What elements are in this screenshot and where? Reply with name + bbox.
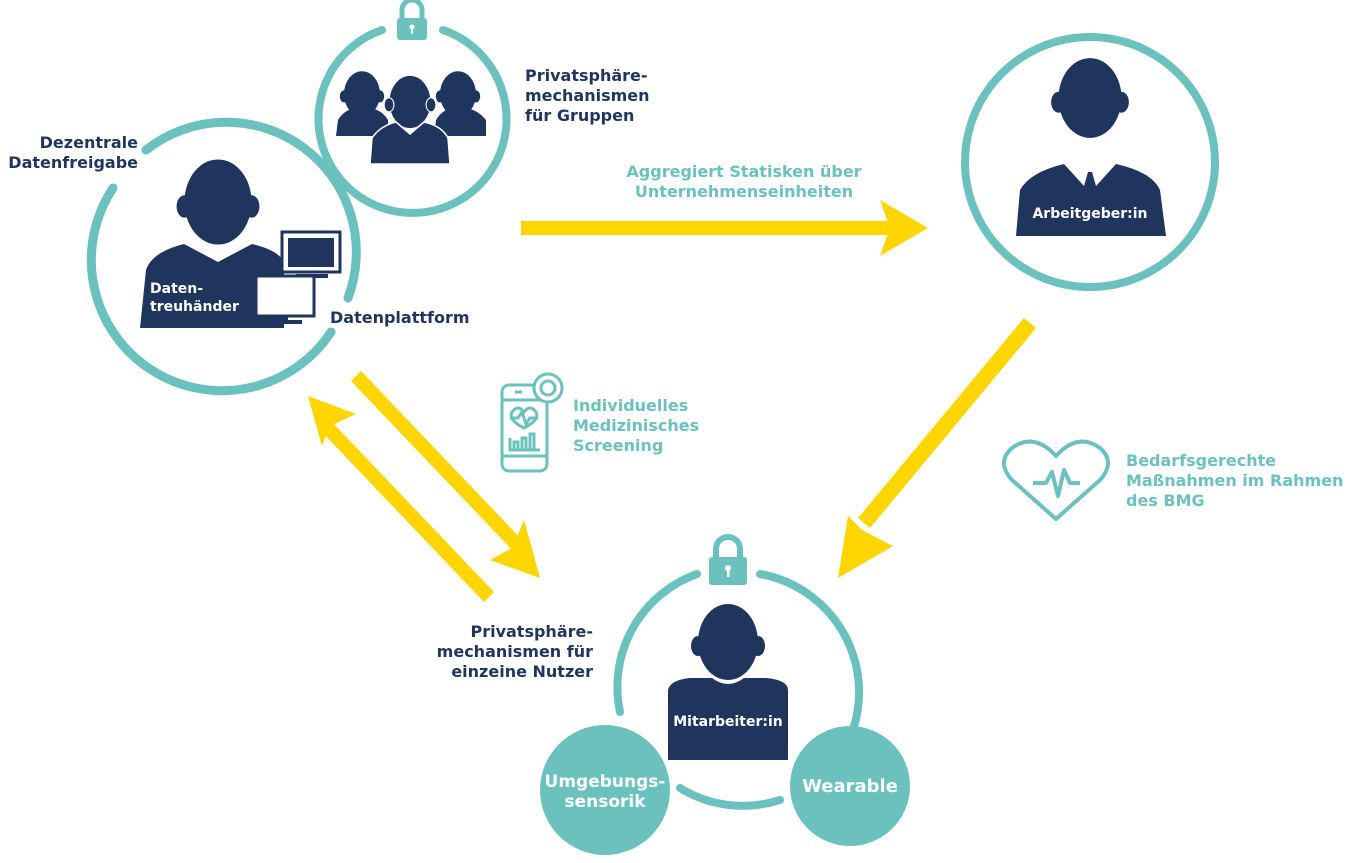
dezentrale-datenfreigabe-label: Dezentrale Datenfreigabe (8, 133, 138, 172)
umgebungssensorik-node (540, 725, 670, 855)
wearable-label: Wearable (802, 776, 898, 797)
person-icon (140, 159, 284, 328)
person-icon (1016, 58, 1166, 236)
group-node (314, 0, 511, 217)
person-icon (668, 604, 788, 760)
arrow-group-to-arbeitgeber (521, 200, 928, 256)
group-icon (336, 71, 486, 165)
mitarbeiter-ring (613, 570, 701, 716)
arbeitgeber-label: Arbeitgeber:in (1032, 206, 1148, 222)
monitor-icon (254, 230, 342, 324)
privatsphaere-nutzer-label: Privatsphäre- mechanismen für einzeine N… (436, 622, 593, 681)
lock-icon (709, 534, 747, 585)
mitarbeiter-node (613, 534, 864, 810)
arrow-datentreuhaender-to-mitarbeiter (351, 371, 540, 578)
datentreuhaender-label: Daten- treuhänder (150, 281, 239, 315)
lock-icon (397, 0, 427, 40)
arrow-mitarbeiter-to-datentreuhaender (308, 396, 494, 602)
datentreuhaender-ring (141, 117, 361, 303)
phone-health-icon (500, 372, 564, 473)
wearable-node (790, 726, 910, 846)
arrow-arbeitgeber-to-mitarbeiter (838, 318, 1036, 578)
mitarbeiter-label: Mitarbeiter:in (673, 714, 783, 730)
heart-pulse-icon (1002, 439, 1110, 521)
datentreuhaender-node (86, 117, 361, 396)
aggregiert-label: Aggregiert Statisken über Unternehmensei… (626, 162, 862, 201)
group-ring (314, 26, 511, 217)
datenplattform-label: Datenplattform (330, 308, 470, 327)
umgebungssensorik-label: Umgebungs- sensorik (544, 772, 666, 812)
arbeitgeber-ring (961, 33, 1219, 291)
privatsphaere-gruppen-label: Privatsphäre- mechanismen für Gruppen (525, 66, 650, 125)
arbeitgeber-node (961, 33, 1219, 291)
screening-label: Individuelles Medizinisches Screening (573, 396, 700, 455)
bedarf-label: Bedarfsgerechte Maßnahmen im Rahmen des … (1126, 451, 1344, 510)
